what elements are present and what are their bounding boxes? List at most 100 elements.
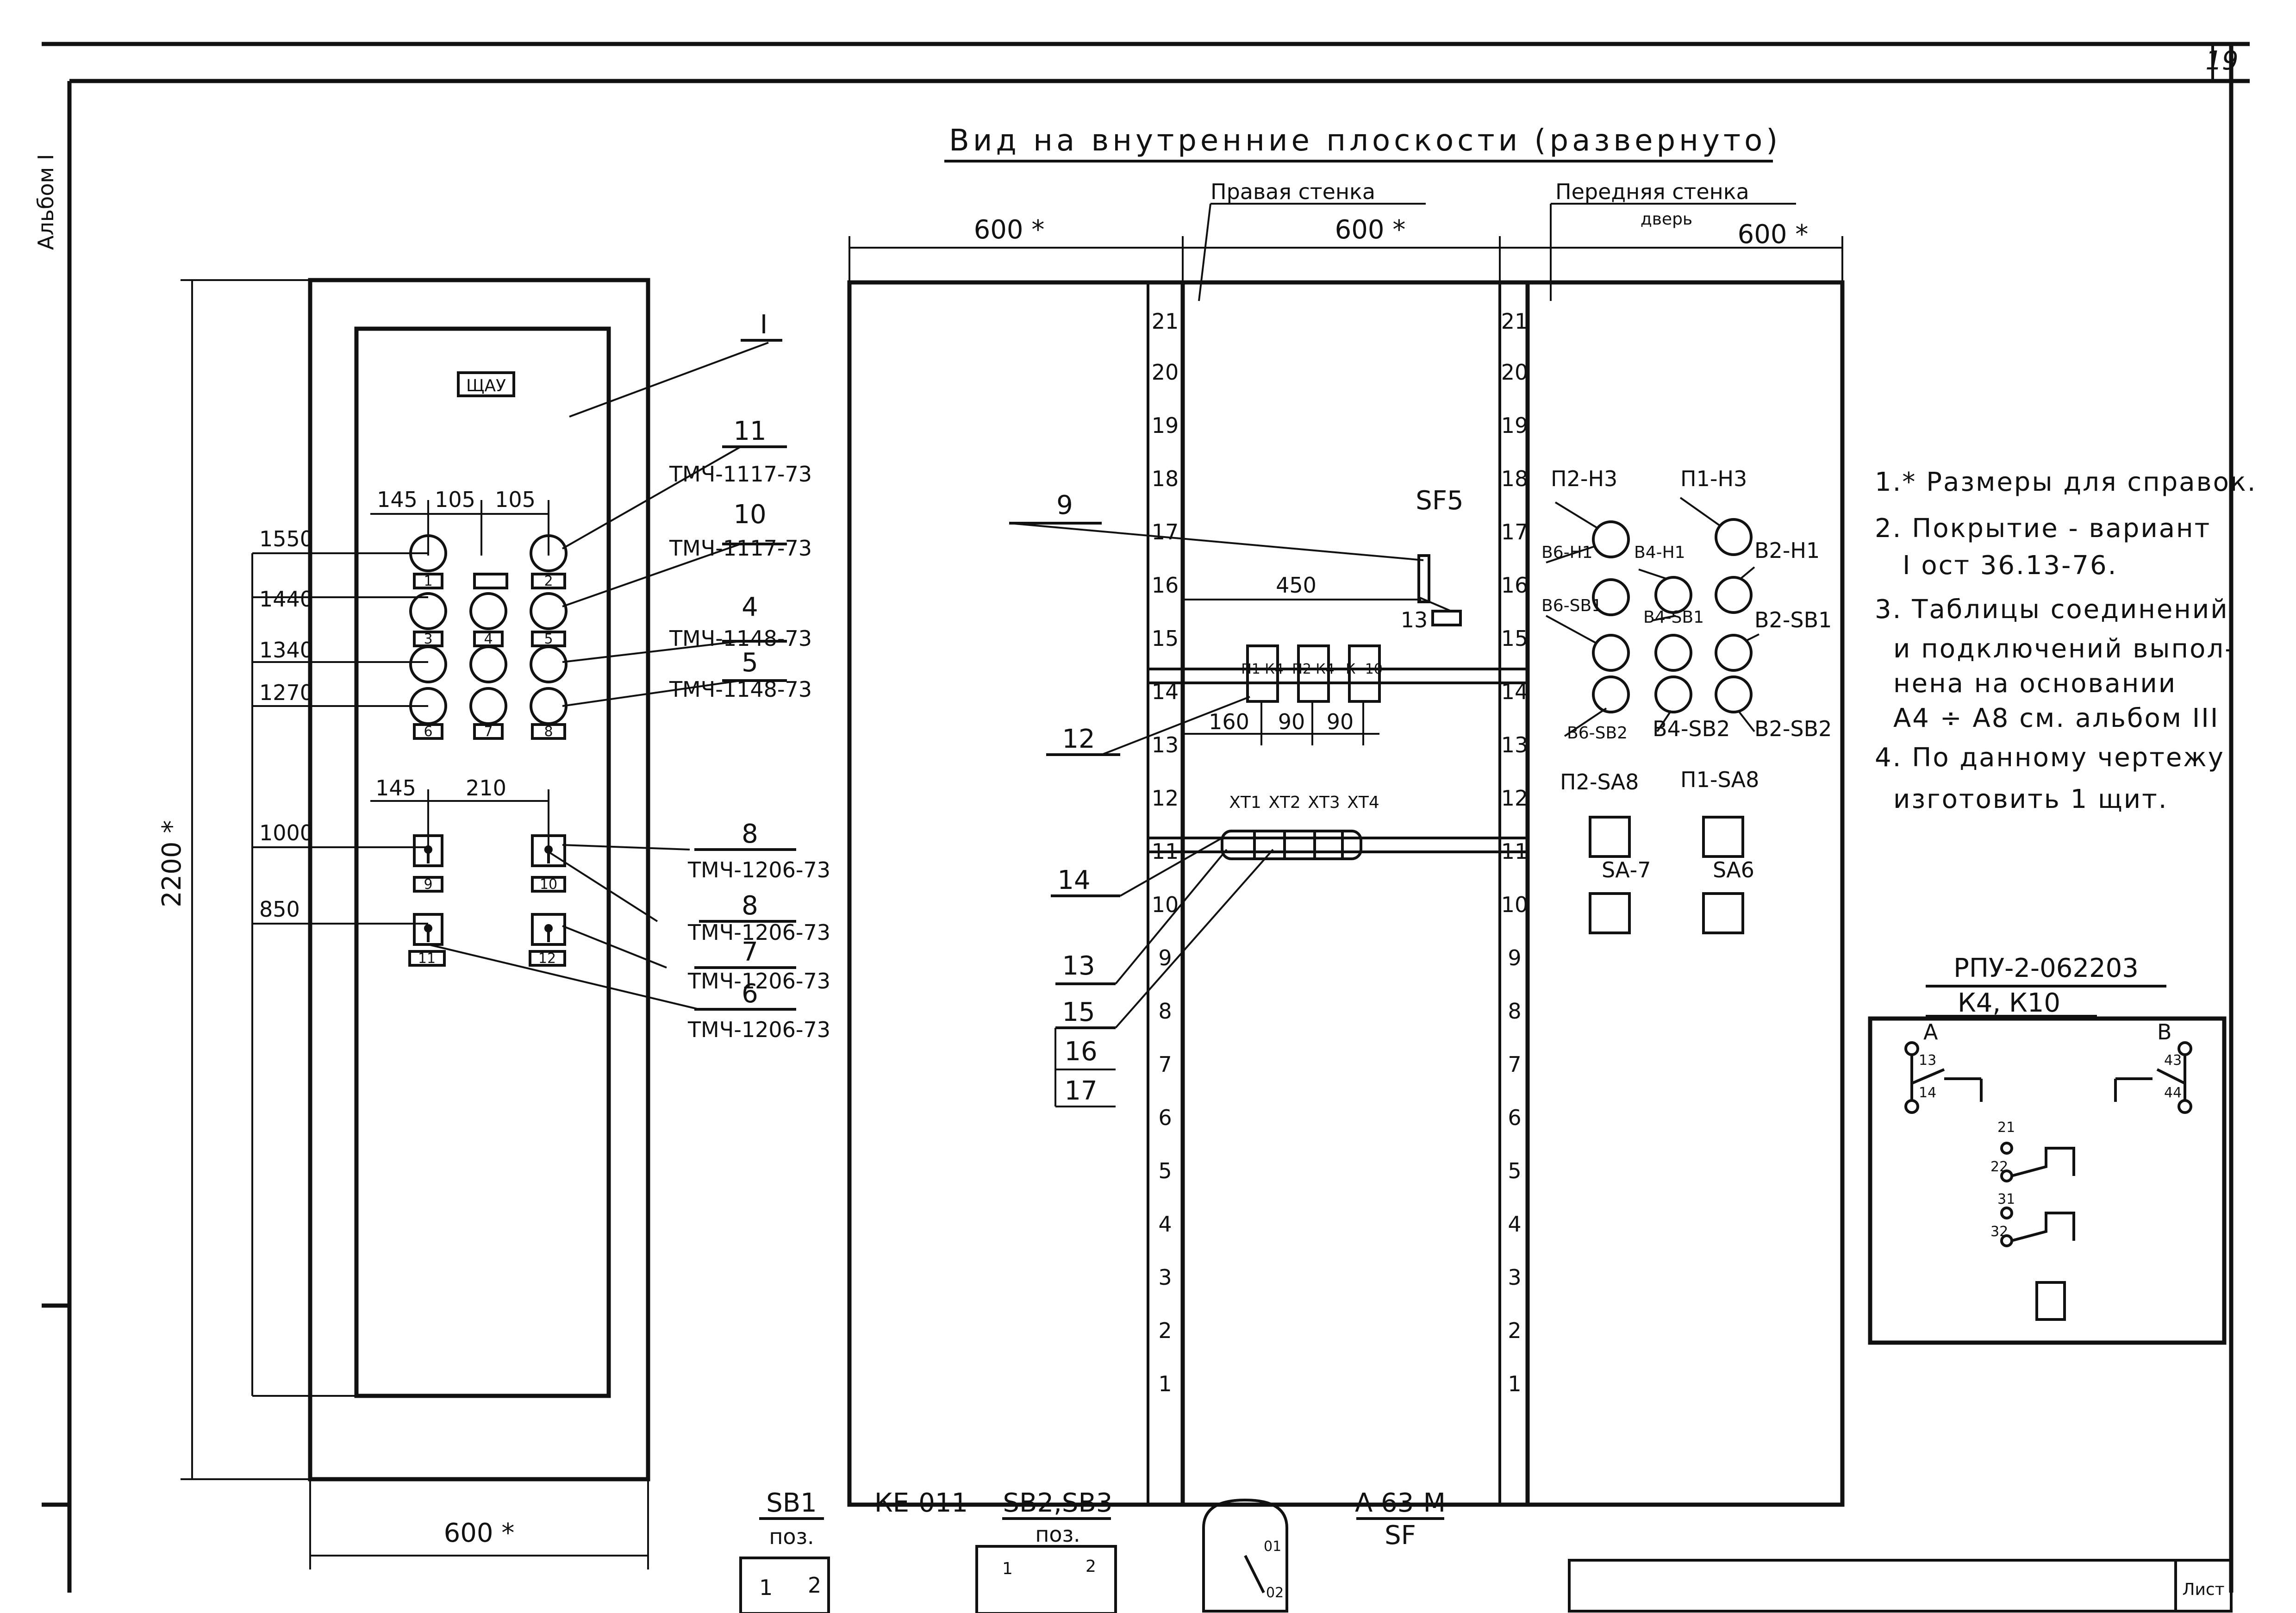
- front-wall-components: [1546, 497, 1759, 934]
- rail-scale-left: 21 20 19 18 17 16 15 14 13 12 11 10 9 8 …: [1152, 309, 1179, 1396]
- fw-label-sa6: SА6: [1713, 857, 1754, 882]
- relay-term-22: 22: [1990, 1159, 2008, 1175]
- relay-2-label: П2 К4: [1292, 661, 1335, 677]
- door-callout-2-type: ТМЧ-1117-73: [669, 536, 812, 561]
- rail-right-2: 2: [1508, 1318, 1521, 1343]
- door-callout-5-type: ТМЧ-1206-73: [687, 857, 830, 882]
- legend-sb23-num-1: 1: [1002, 1559, 1013, 1578]
- note-line-8: 4. По данному чертежу: [1875, 743, 2225, 773]
- rail-right-7: 7: [1508, 1052, 1521, 1077]
- fw-label-p2-h3: П2-Н3: [1551, 466, 1617, 491]
- door-callout-7-num: 7: [742, 937, 758, 967]
- fw-label-b2-sb2: В2-SВ2: [1754, 716, 1832, 741]
- width-dim-mid: 600 *: [1335, 215, 1406, 245]
- breaker-pos: 13: [1401, 607, 1428, 632]
- relay-term-32: 32: [1990, 1224, 2008, 1240]
- door-callout-8-type: ТМЧ-1206-73: [687, 1017, 830, 1042]
- rail-right-17: 17: [1501, 519, 1529, 544]
- door-tag-3: 3: [424, 631, 432, 647]
- relay-diagram: [1868, 985, 2227, 1345]
- rail-right-10: 10: [1501, 892, 1529, 917]
- door-callout-7-type: ТМЧ-1206-73: [687, 969, 830, 994]
- rw-callout-16: 16: [1064, 1037, 1097, 1067]
- door-callout-leaders: [428, 445, 796, 1011]
- door-tag-2: 2: [544, 573, 553, 589]
- relay-term-21: 21: [1997, 1119, 2015, 1136]
- rail-right-4: 4: [1508, 1212, 1521, 1237]
- width-dim-left: 600 *: [974, 215, 1045, 245]
- sheet-corner-label: Лист: [2182, 1580, 2224, 1599]
- right-wall-components: [1009, 522, 1528, 1107]
- rail-right-18: 18: [1501, 466, 1529, 491]
- door-tag-7: 7: [484, 724, 493, 740]
- rail-right-3: 3: [1508, 1265, 1521, 1290]
- door-tag-6: 6: [424, 724, 432, 740]
- sheet-frame: [42, 42, 2250, 1613]
- note-line-2: 2. Покрытие - вариант: [1875, 513, 2211, 544]
- fw-label-b2-h1: В2-Н1: [1754, 538, 1820, 563]
- width-dim-right: 600 *: [1738, 219, 1809, 250]
- door-roman-label: I: [760, 310, 768, 340]
- rail-right-8: 8: [1508, 999, 1521, 1024]
- rail-left-1: 1: [1158, 1371, 1172, 1396]
- legend-sb1-num-2: 2: [808, 1573, 821, 1598]
- door-level-6: 850: [259, 897, 300, 922]
- relay-dim-160: 160: [1209, 709, 1249, 734]
- rw-callout-15: 15: [1062, 997, 1095, 1027]
- note-line-1: 1.* Размеры для справок.: [1875, 467, 2257, 497]
- page-number: 19: [2205, 46, 2238, 76]
- unfolded-walls: [847, 203, 1845, 1507]
- relay-term-a: А: [1923, 1019, 1938, 1044]
- door-level-1: 1550: [259, 526, 313, 551]
- rw-callout-17: 17: [1064, 1076, 1097, 1106]
- breaker-label: SF5: [1416, 486, 1463, 516]
- door-callout-6-type: ТМЧ-1206-73: [687, 920, 830, 945]
- rw-callout-12: 12: [1062, 724, 1095, 754]
- door-level-2: 1440: [259, 587, 313, 612]
- relay-1-label: П1 К4: [1241, 661, 1284, 677]
- terminal-xt3: ХТ3: [1308, 793, 1340, 812]
- rail-right-12: 12: [1501, 786, 1529, 811]
- door-col-dim-3: 105: [495, 487, 536, 512]
- rail-right-20: 20: [1501, 360, 1529, 385]
- rw-callout-9: 9: [1056, 490, 1073, 520]
- door-callout-6-num: 8: [742, 891, 758, 921]
- legend-sf: SF: [1385, 1520, 1416, 1550]
- door-sublabel: дверь: [1641, 210, 1692, 229]
- door-callout-4-num: 5: [742, 648, 758, 678]
- legend-a63: А 63-М: [1355, 1488, 1446, 1518]
- fw-label-b4-sb2: В4-SВ2: [1653, 716, 1730, 741]
- door-callout-5-num: 8: [742, 819, 758, 849]
- fw-label-b4-sb1: В4-SВ1: [1643, 608, 1704, 627]
- relay-term-b: В: [2157, 1019, 2172, 1044]
- terminal-xt2: ХТ2: [1268, 793, 1301, 812]
- relay-dim-90-b: 90: [1327, 709, 1354, 734]
- legend-sb23-pos: поз.: [1035, 1522, 1080, 1547]
- door-level-5: 1000: [259, 820, 313, 845]
- note-line-6: нена на основании: [1893, 669, 2177, 699]
- fw-label-p1-h3: П1-Н3: [1680, 466, 1747, 491]
- door-tag-9: 9: [424, 876, 432, 893]
- rail-left-3: 3: [1158, 1265, 1172, 1290]
- door-callout-2-num: 10: [733, 500, 766, 530]
- rail-left-8: 8: [1158, 999, 1172, 1024]
- relay-term-43: 43: [2164, 1052, 2182, 1069]
- relay-diagram-title: РПУ-2-062203: [1953, 953, 2139, 983]
- door-tag-12: 12: [538, 950, 556, 967]
- notes: 1.* Размеры для справок. 2. Покрытие - в…: [1875, 467, 2257, 814]
- door-col-dim-2: 105: [435, 487, 475, 512]
- rail-right-9: 9: [1508, 945, 1521, 970]
- legend-a63-num-2: 02: [1266, 1585, 1284, 1601]
- dim-450: 450: [1276, 573, 1316, 598]
- rail-left-15: 15: [1152, 626, 1179, 651]
- door-callout-1-type: ТМЧ-1117-73: [669, 462, 812, 487]
- door-level-3: 1340: [259, 638, 313, 663]
- note-line-9: изготовить 1 щит.: [1893, 784, 2168, 814]
- legend-sb23: SВ2,SВ3: [1003, 1488, 1113, 1518]
- rail-right-15: 15: [1501, 626, 1529, 651]
- legend-sb1: SВ1: [766, 1488, 817, 1518]
- relay-3-label: К- 10: [1346, 661, 1383, 677]
- right-wall-label: Правая стенка: [1210, 179, 1375, 204]
- door-callout-3-type: ТМЧ-1148-73: [669, 626, 812, 651]
- door-callout-4-type: ТМЧ-1148-73: [669, 677, 812, 702]
